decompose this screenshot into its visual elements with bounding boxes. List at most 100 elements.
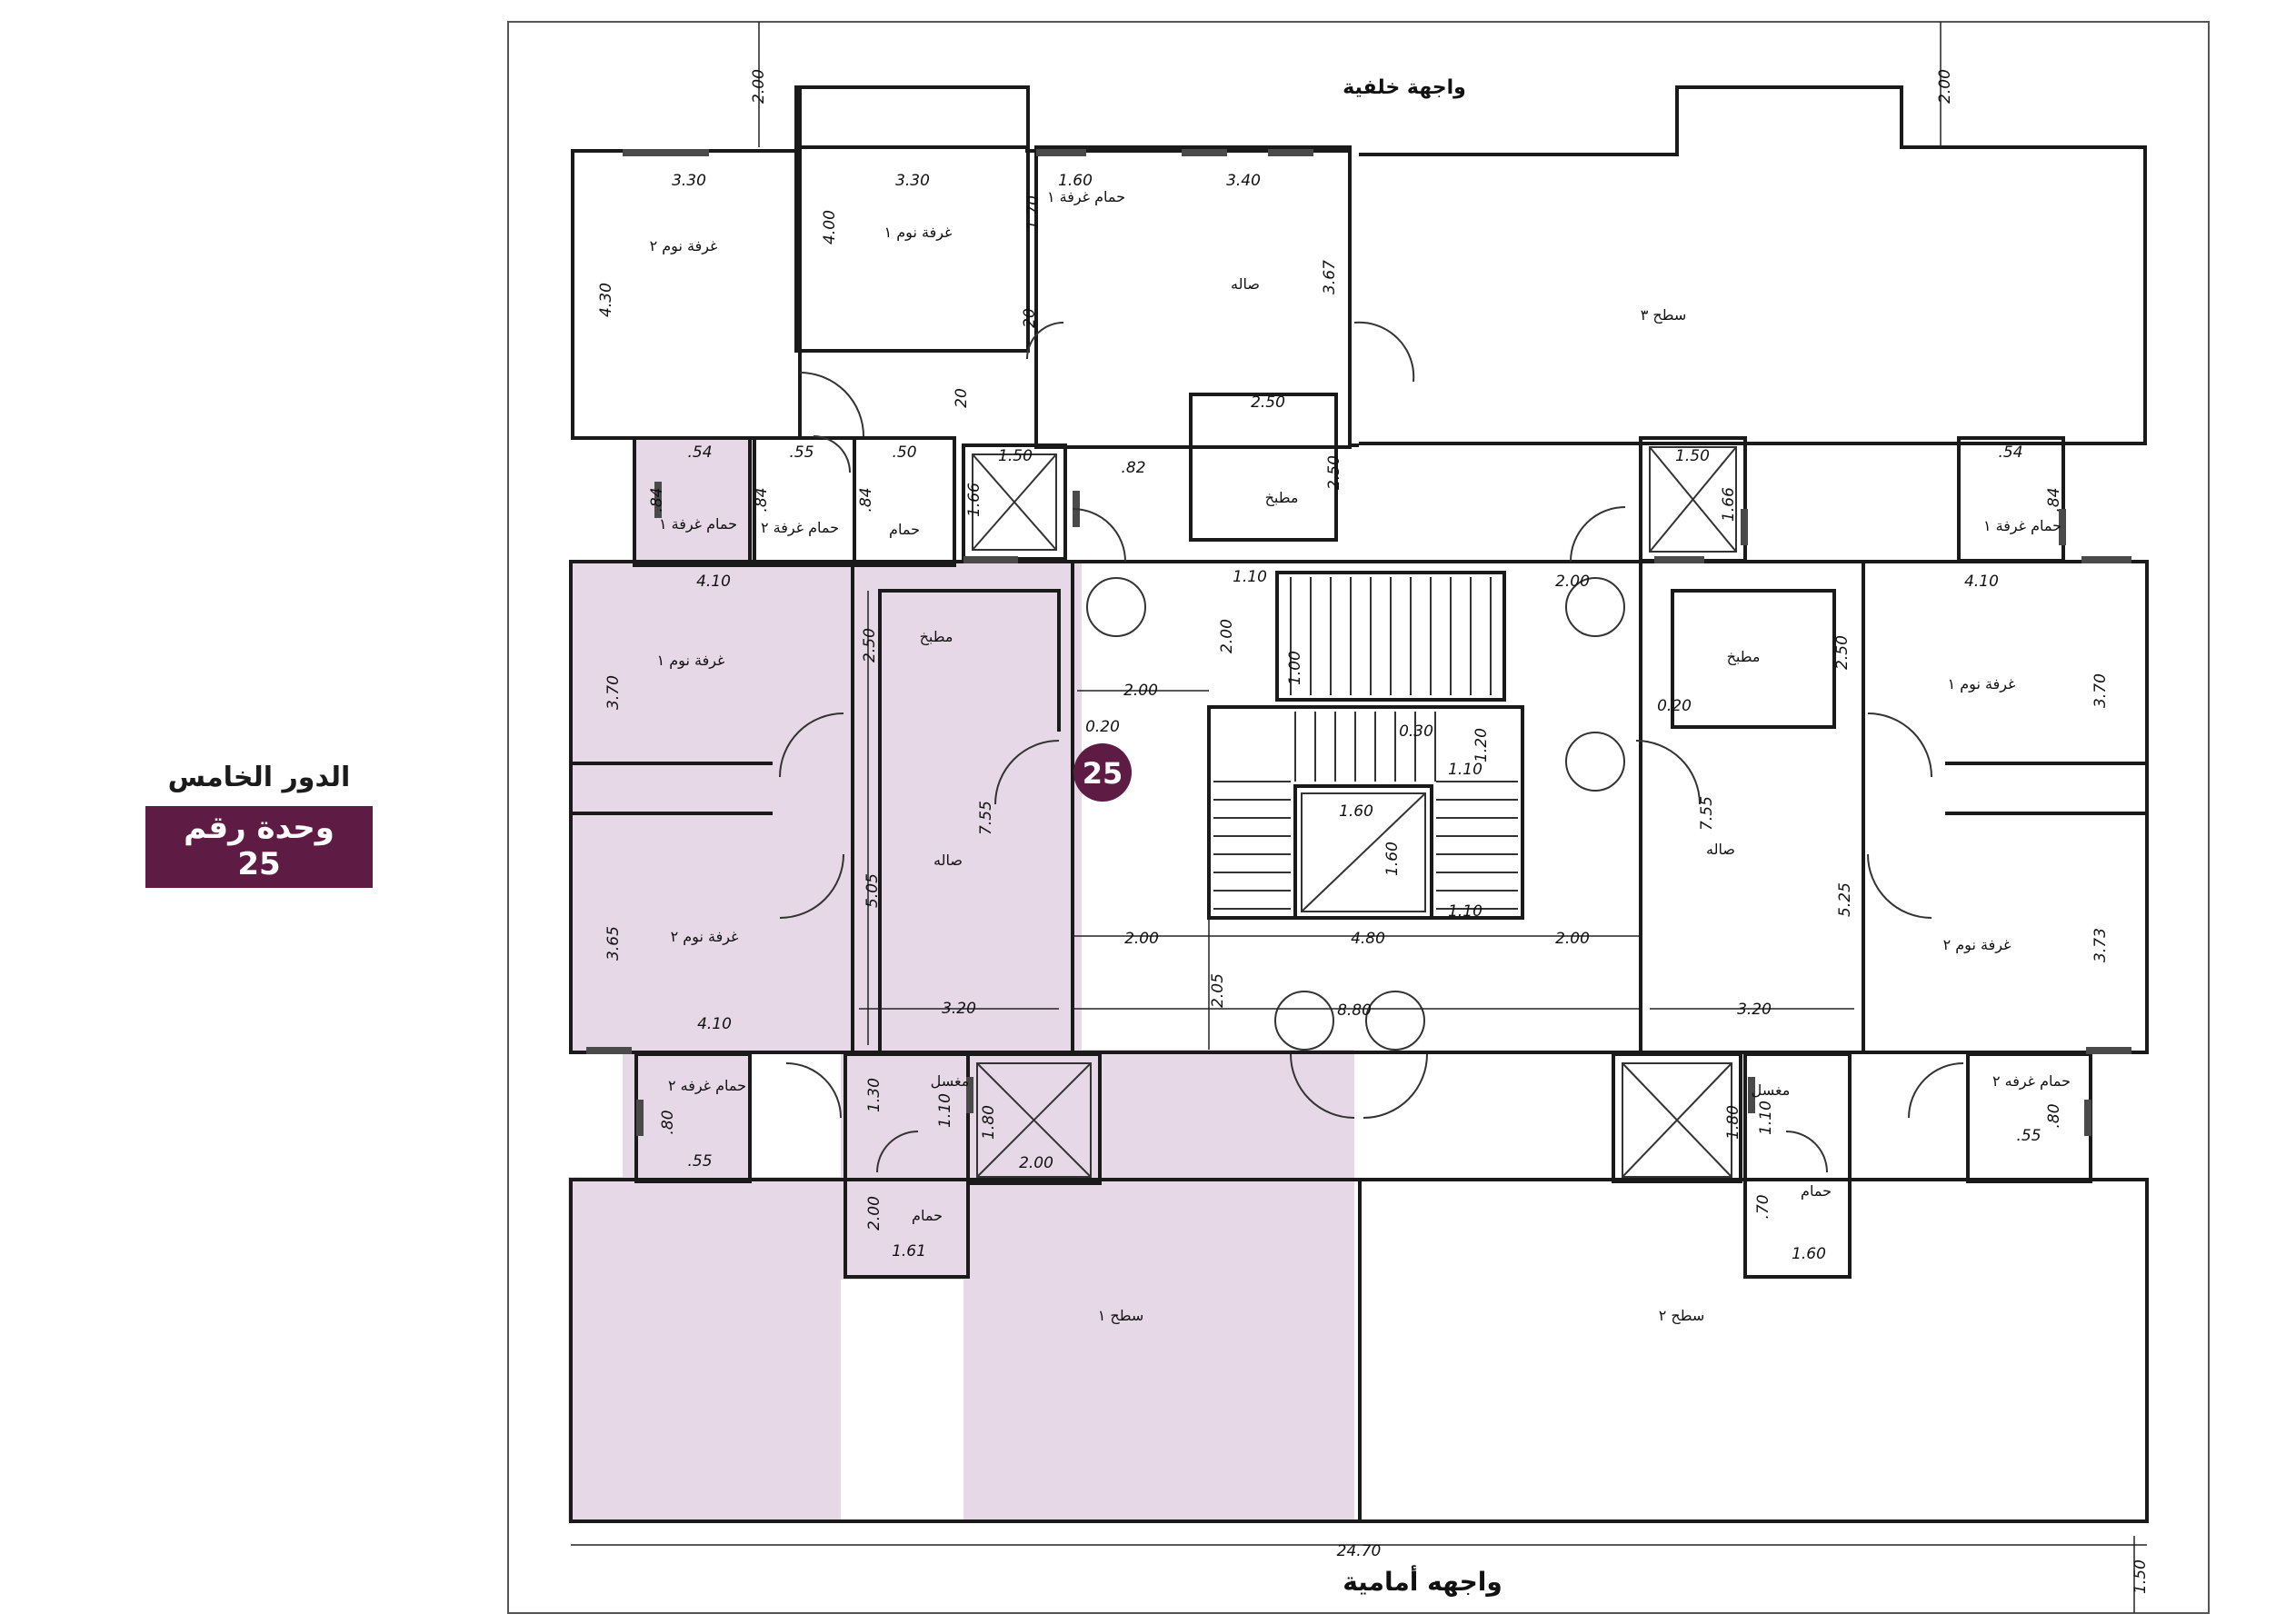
dimension-d-410-b: 4.10 — [697, 1015, 732, 1033]
dimension-d-320-e: 3.20 — [1737, 1001, 1772, 1019]
dimension-d-250-e: 2.50 — [1833, 635, 1852, 670]
room-label-bath2-w: حمام غرفة ٢ — [761, 519, 839, 537]
dimension-d-055-a: .55 — [789, 443, 814, 462]
room-label-laundry-w: مغسل — [931, 1072, 970, 1090]
dimension-d-055-se: .55 — [2016, 1127, 2041, 1145]
room-label-bath-w: حمام — [889, 521, 920, 538]
dimension-d-200-ne: 2.00 — [1555, 573, 1590, 591]
dimension-d-200-c: 2.00 — [1123, 682, 1158, 700]
dimension-d-370-e: 3.70 — [2091, 673, 2110, 708]
dimension-d-200-tl: 2.00 — [750, 69, 768, 104]
dimension-d-250-nv: 2.50 — [1325, 455, 1343, 490]
sheet-border — [507, 21, 2210, 1614]
dimension-d-160-c: 1.60 — [1339, 802, 1373, 821]
elevator-shafts — [972, 446, 1737, 1178]
dimension-d-525: 5.25 — [1836, 882, 1854, 917]
dimension-d-20-a: 20 — [1021, 308, 1039, 328]
walls — [569, 85, 2149, 1523]
room-label-bed1-n: غرفة نوم ١ — [884, 224, 953, 242]
rear-facade-label: واجهة خلفية — [1343, 76, 1466, 99]
room-label-roof2: سطح ٢ — [1659, 1307, 1705, 1325]
room-labels: غرفة نوم ٢ غرفة نوم ١ حمام غرفة ١ صاله مطبخ س… — [650, 188, 2071, 1325]
dimension-d-084-c: .84 — [857, 487, 875, 512]
dimension-d-110-se: 1.10 — [1757, 1101, 1775, 1135]
room-label-bath-room1-n: حمام غرفة ١ — [1047, 188, 1125, 206]
dimension-d-410-e: 4.10 — [1964, 573, 1999, 591]
dimension-d-080-w: .80 — [659, 1110, 677, 1134]
room-label-bath-room2-w: حمام غرفه ٢ — [668, 1077, 746, 1095]
columns — [1086, 577, 1625, 1051]
room-label-kitchen-w: مطبخ — [920, 628, 953, 646]
dimension-d-373: 3.73 — [2091, 928, 2110, 962]
dimension-d-054-a: .54 — [687, 443, 712, 462]
doors — [779, 321, 1964, 1173]
room-label-bed2-nw: غرفة نوم ٢ — [650, 237, 718, 255]
dimension-d-050-a: .50 — [892, 443, 916, 462]
dimension-d-755-w: 7.55 — [977, 801, 995, 835]
room-label-roof3: سطح ٣ — [1641, 306, 1687, 324]
stair-treads — [1213, 577, 1518, 910]
dimension-d-200-sv: 2.00 — [865, 1196, 883, 1230]
room-label-bath-room1-e: حمام غرفة ١ — [1983, 517, 2061, 535]
dimension-d-170: 1.70 — [1024, 195, 1043, 230]
room-label-bed1-e: غرفة نوم ١ — [1948, 675, 2016, 693]
dimension-d-110-m: 1.10 — [1448, 761, 1482, 779]
dimension-d-200-r: 2.00 — [1555, 930, 1590, 948]
unit-number-badge: وحدة رقم 25 — [145, 806, 373, 888]
unit-25-highlight — [568, 438, 1354, 1522]
dimension-d-070: .70 — [1754, 1194, 1772, 1219]
dimension-d-161: 1.61 — [892, 1242, 926, 1260]
dimension-d-200-s: 2.00 — [1019, 1154, 1053, 1172]
dimension-d-180-e: 1.80 — [1724, 1105, 1742, 1140]
dimension-d-330-b: 3.30 — [895, 172, 930, 190]
dimension-d-166-w: 1.66 — [965, 483, 983, 517]
room-label-laundry-e: مغسل — [1752, 1081, 1791, 1099]
unit-marker-number: 25 — [1083, 756, 1123, 791]
room-label-hall-e: صاله — [1706, 841, 1735, 858]
room-label-bed2-w: غرفة نوم ٢ — [671, 928, 739, 946]
dimension-d-054-b: .54 — [1998, 443, 2022, 462]
dimension-d-880: 8.80 — [1337, 1001, 1372, 1020]
dimension-d-160-cv: 1.60 — [1383, 842, 1402, 876]
dimension-d-365: 3.65 — [604, 926, 623, 961]
dimension-d-110-b: 1.10 — [1448, 902, 1482, 921]
dimension-d-200-cv: 2.00 — [1218, 619, 1236, 653]
dimension-d-430: 4.30 — [597, 283, 615, 317]
dimension-lines — [571, 22, 2147, 1613]
dimension-d-400: 4.00 — [821, 210, 839, 244]
floor-title: الدور الخامس — [167, 762, 351, 793]
dimension-d-2470: 24.70 — [1337, 1542, 1382, 1560]
dimension-d-166-e: 1.66 — [1720, 487, 1738, 522]
dimension-d-320-w: 3.20 — [942, 1000, 976, 1018]
dimension-d-480: 4.80 — [1351, 930, 1385, 948]
dimension-d-110-sw: 1.10 — [936, 1093, 954, 1128]
dimension-d-205: 2.05 — [1209, 973, 1227, 1008]
dimension-d-150-br: 1.50 — [2131, 1559, 2150, 1594]
dimension-d-020-e: 0.20 — [1657, 697, 1692, 715]
room-label-roof1: سطح ١ — [1098, 1307, 1144, 1325]
dimension-d-410-a: 4.10 — [696, 573, 731, 591]
dimension-d-055-sw: .55 — [687, 1152, 712, 1171]
dimension-d-150-e: 1.50 — [1675, 447, 1710, 465]
room-label-kitchen-e: مطبخ — [1727, 648, 1761, 666]
dimension-d-084-d: .84 — [2045, 487, 2063, 512]
dimension-d-505: 5.05 — [863, 873, 882, 908]
dimension-d-084-a: .84 — [648, 487, 666, 512]
room-label-bed1-w: غرفة نوم ١ — [657, 652, 725, 670]
room-label-bath1-w: حمام غرفة ١ — [659, 515, 737, 533]
room-label-hall-w: صاله — [933, 852, 963, 869]
room-label-bed2-e: غرفة نوم ٢ — [1943, 936, 2011, 954]
room-label-kitchen-n: مطبخ — [1265, 489, 1299, 507]
dimension-d-030: 0.30 — [1399, 722, 1433, 741]
room-label-hall-n: صاله — [1231, 275, 1260, 293]
dimension-d-200-tr: 2.00 — [1936, 69, 1954, 104]
dimension-d-082: .82 — [1121, 459, 1145, 477]
dimension-d-110-t: 1.10 — [1233, 568, 1267, 586]
room-label-bath-se: حمام — [1801, 1182, 1832, 1200]
dimension-d-250-w: 2.50 — [861, 628, 879, 663]
dimension-d-200-l: 2.00 — [1124, 930, 1159, 948]
dimension-d-150-w: 1.50 — [998, 447, 1033, 465]
dimension-d-160-se: 1.60 — [1792, 1245, 1826, 1263]
